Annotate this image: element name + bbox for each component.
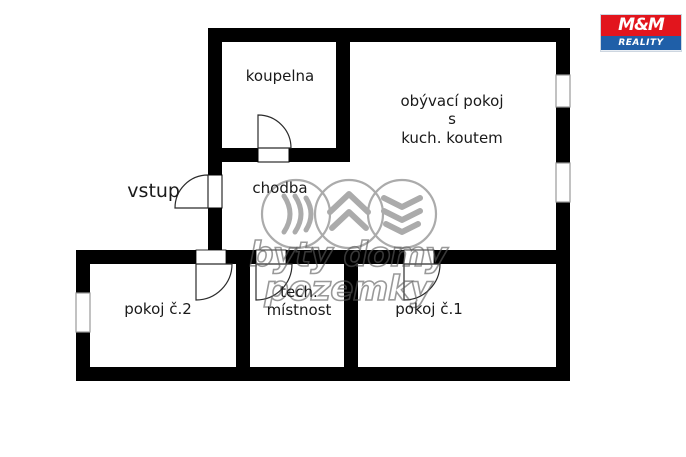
door-opening-pokoj-2 xyxy=(195,249,227,265)
wall-right-lower xyxy=(556,250,570,381)
door-swing-pokoj-2 xyxy=(195,263,233,301)
wall-divider-horizontal xyxy=(208,250,570,264)
door-opening-entrance xyxy=(207,174,223,209)
wall-koupelna-chodba-b xyxy=(289,148,350,162)
wall-top-lower-left xyxy=(76,250,222,264)
wall-right-upper-a xyxy=(556,28,570,75)
logo-tagline-text: REALITY xyxy=(601,36,681,50)
door-opening-pokoj-1 xyxy=(403,249,435,265)
door-swing-tech-mistnost xyxy=(255,263,293,301)
wall-koupelna-chodba-a xyxy=(222,148,258,162)
door-swing-pokoj-1 xyxy=(403,263,441,301)
wall-interior-vertical-lower-right xyxy=(344,250,358,381)
mm-reality-logo: M&M REALITY xyxy=(600,14,682,52)
wall-interior-vertical-upper xyxy=(336,28,350,162)
logo-brand-text: M&M xyxy=(601,15,681,36)
wall-right-upper-b xyxy=(556,107,570,163)
wall-bottom xyxy=(76,367,570,381)
window-living-room-upper xyxy=(555,74,571,108)
door-opening-koupelna xyxy=(257,147,290,163)
door-swing-koupelna xyxy=(257,114,292,149)
window-pokoj-2 xyxy=(75,292,91,333)
wall-top-upper xyxy=(208,28,570,42)
wall-interior-vertical-lower-left xyxy=(236,250,250,381)
wall-left-upper xyxy=(208,28,222,250)
door-opening-tech-mistnost xyxy=(255,249,287,265)
wall-right-upper-c xyxy=(556,202,570,250)
window-living-room-lower xyxy=(555,162,571,203)
door-swing-entrance xyxy=(174,174,209,209)
